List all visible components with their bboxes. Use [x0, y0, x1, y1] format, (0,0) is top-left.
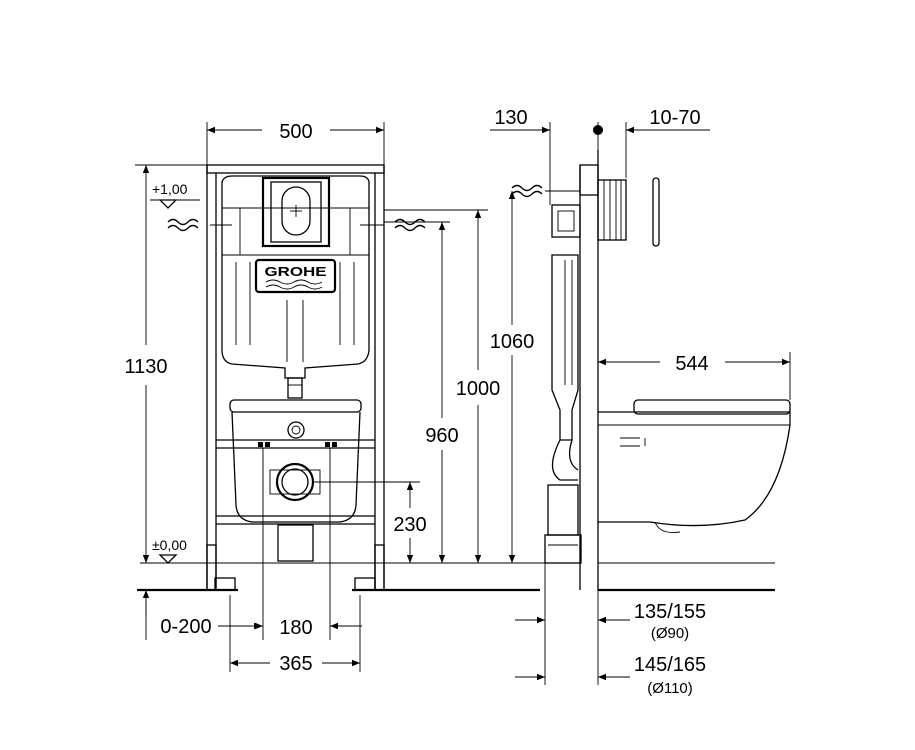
level-markers: +1,00 ±0,00 — [150, 181, 200, 564]
water-inlet-icons — [167, 218, 426, 232]
side-drain-pipe — [544, 439, 582, 564]
cistern: GROHE — [221, 175, 370, 399]
side-view: 130 10-70 1060 544 13 — [490, 107, 791, 697]
dim-label-365: 365 — [279, 653, 312, 675]
dim-height-1130: 1130 — [124, 164, 207, 563]
dim-floor-0-200: 0-200 — [142, 590, 262, 640]
dim-projection-544: 544 — [598, 352, 791, 400]
dim-depth-130: 130 — [490, 107, 551, 205]
dim-height-1060: 1060 — [490, 191, 535, 563]
level-top-label: +1,00 — [152, 181, 188, 197]
dim-feet-365: 365 — [229, 595, 361, 675]
side-frame-profile — [551, 164, 660, 441]
dim-panel-10-70: 10-70 — [593, 107, 710, 178]
dim-label-544: 544 — [675, 353, 708, 375]
dim-pipe-110: 145/165 (Ø110) — [515, 654, 706, 697]
dim-label-dia-90: (Ø90) — [651, 625, 689, 642]
dim-label-1000: 1000 — [456, 378, 501, 400]
front-view: GROHE — [124, 121, 540, 675]
dim-label-0-200: 0-200 — [160, 616, 211, 638]
side-wall-floor — [496, 150, 775, 592]
wc-pan-side — [598, 399, 791, 533]
wc-pan-front — [229, 399, 362, 562]
dim-label-135-155: 135/155 — [634, 601, 706, 623]
dim-label-180: 180 — [279, 617, 312, 639]
dim-width-500: 500 — [206, 121, 385, 165]
level-floor-label: ±0,00 — [152, 537, 187, 553]
dim-label-1060: 1060 — [490, 331, 535, 353]
dim-label-130: 130 — [494, 107, 527, 129]
dim-label-10-70: 10-70 — [649, 107, 700, 129]
dim-height-1000: 1000 — [384, 209, 501, 563]
dim-label-1130: 1130 — [124, 356, 167, 378]
dim-label-dia-110: (Ø110) — [647, 680, 693, 697]
dim-bolt-180: 180 — [232, 448, 362, 640]
dim-label-960: 960 — [425, 425, 458, 447]
frame-outline — [137, 164, 540, 592]
dim-height-960: 960 — [384, 221, 459, 563]
dim-label-500: 500 — [279, 121, 312, 143]
dim-pipe-90: 135/155 (Ø90) — [515, 563, 706, 685]
brand-logo: GROHE — [265, 264, 327, 279]
dim-label-230: 230 — [393, 514, 426, 536]
side-inlet-icon — [511, 184, 580, 198]
dim-label-145-165: 145/165 — [634, 654, 706, 676]
